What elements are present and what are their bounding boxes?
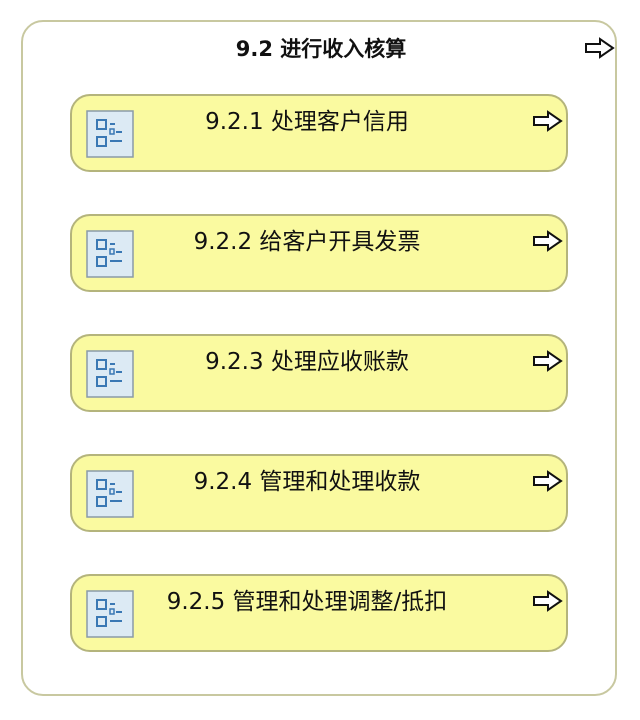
step-card-3[interactable]: 9.2.3 处理应收账款 (70, 334, 568, 412)
step-card-5[interactable]: 9.2.5 管理和处理调整/抵扣 (70, 574, 568, 652)
step-card-1[interactable]: 9.2.1 处理客户信用 (70, 94, 568, 172)
step-card-4[interactable]: 9.2.4 管理和处理收款 (70, 454, 568, 532)
step-card-2[interactable]: 9.2.2 给客户开具发票 (70, 214, 568, 292)
step-label-1: 9.2.1 处理客户信用 (205, 109, 409, 135)
process-container: 9.2 进行收入核算 9.2.1 处理客户信用 9.2.2 (21, 20, 617, 696)
navigate-arrow-icon[interactable] (584, 37, 616, 59)
step-label-5: 9.2.5 管理和处理调整/抵扣 (166, 589, 448, 615)
checklist-icon (86, 350, 134, 398)
navigate-arrow-icon[interactable] (532, 470, 564, 492)
checklist-icon (86, 470, 134, 518)
step-label-2: 9.2.2 给客户开具发票 (193, 229, 421, 255)
checklist-icon (86, 230, 134, 278)
navigate-arrow-icon[interactable] (532, 590, 564, 612)
checklist-icon (86, 110, 134, 158)
checklist-icon (86, 590, 134, 638)
step-label-3: 9.2.3 处理应收账款 (205, 349, 409, 375)
navigate-arrow-icon[interactable] (532, 230, 564, 252)
step-label-4: 9.2.4 管理和处理收款 (193, 469, 421, 495)
navigate-arrow-icon[interactable] (532, 350, 564, 372)
navigate-arrow-icon[interactable] (532, 110, 564, 132)
process-title: 9.2 进行收入核算 (235, 37, 407, 61)
